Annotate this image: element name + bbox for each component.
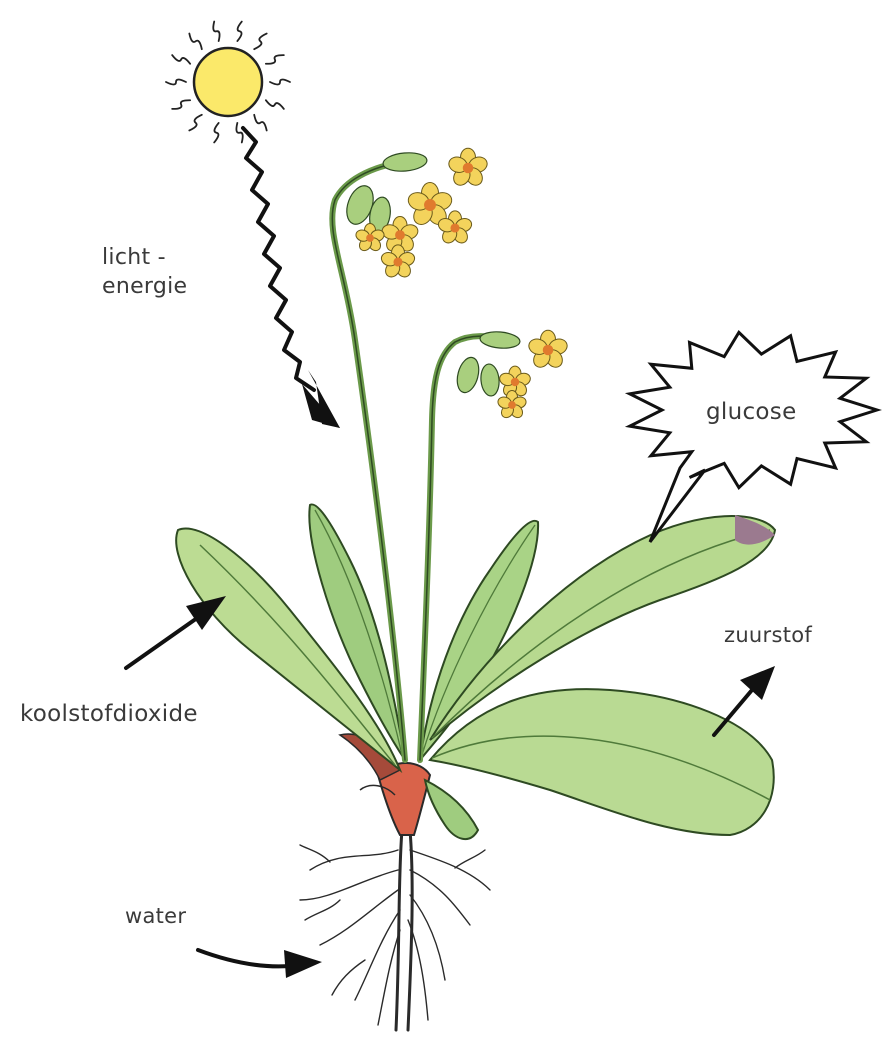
flower: [527, 330, 569, 370]
flower-bud: [480, 363, 501, 396]
flower: [447, 148, 489, 188]
sun-ray: [266, 55, 284, 64]
sun-ray: [189, 34, 201, 50]
oxygen-arrow: [714, 666, 775, 735]
sun-ray: [214, 123, 218, 142]
flower-bud: [454, 355, 483, 395]
glucose-label: glucose: [706, 398, 797, 428]
plant-roots: [300, 830, 490, 1030]
light-energy-label: licht - energie: [102, 244, 187, 301]
flower-bud: [479, 330, 520, 349]
sun-ray: [213, 22, 219, 41]
water-arrow: [198, 950, 322, 978]
sun-ray: [237, 22, 241, 41]
sun-ray: [266, 100, 284, 109]
sun-ray: [189, 115, 201, 131]
light-energy-arrow: [243, 128, 340, 428]
light-energy-label-line1: licht -: [102, 244, 187, 273]
flower-cluster-top: [342, 148, 489, 280]
plant-leaves: [176, 504, 775, 839]
oxygen-label: zuurstof: [724, 622, 812, 649]
sun-ray: [254, 115, 266, 131]
sun-ray: [172, 100, 190, 109]
leaf-right-lower: [430, 689, 774, 835]
flower-cluster-middle: [454, 330, 569, 420]
sun-ray: [254, 34, 266, 50]
glucose-bubble: [630, 332, 877, 542]
sun-ray: [236, 123, 242, 142]
sun-ray: [172, 55, 190, 64]
sun-ray: [270, 80, 290, 85]
water-label: water: [125, 903, 186, 930]
carbon-dioxide-arrow: [126, 596, 226, 668]
sun-icon: [166, 22, 290, 143]
flower-bud: [382, 151, 427, 173]
sun-ray: [166, 80, 186, 85]
carbon-dioxide-label: koolstofdioxide: [20, 700, 198, 730]
light-energy-label-line2: energie: [102, 273, 187, 302]
